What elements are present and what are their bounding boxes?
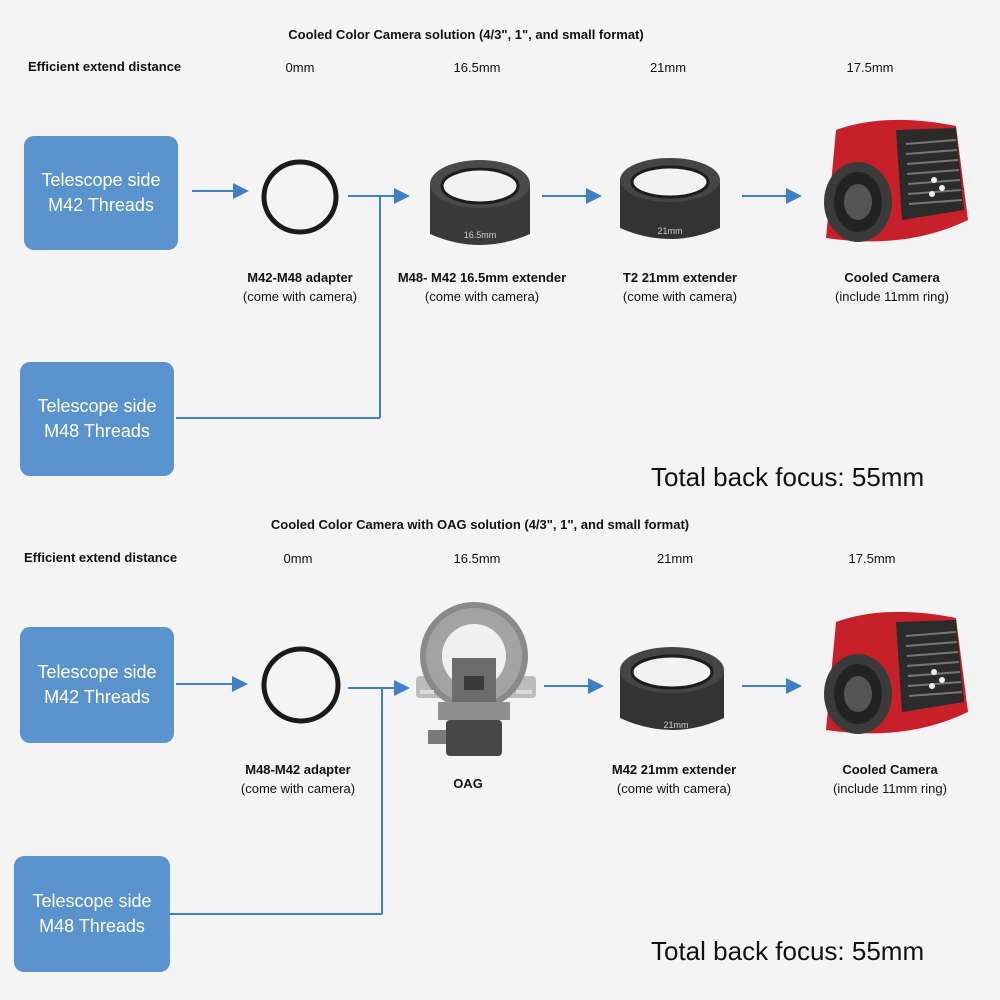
total-back-focus: Total back focus: 55mm xyxy=(651,936,925,966)
component-name: M48-M42 adapter xyxy=(245,762,351,777)
component-note: (come with camera) xyxy=(240,781,356,796)
extender-engraving: 21mm xyxy=(657,226,682,236)
telescope-m42-box: Telescope side M42 Threads xyxy=(20,627,174,743)
extender-engraving: 21mm xyxy=(663,720,688,730)
component-name: M42 21mm extender xyxy=(611,762,737,777)
box-line: Telescope side xyxy=(37,662,157,682)
box-line: M48 Threads xyxy=(39,916,145,936)
component-name: T2 21mm extender xyxy=(622,270,738,285)
box-line: Telescope side xyxy=(37,396,157,416)
component-name: OAG xyxy=(453,776,483,791)
component-name: M42-M48 adapter xyxy=(247,270,353,285)
extender-16mm-image: 16.5mm xyxy=(430,160,530,245)
component-note: (come with camera) xyxy=(622,289,738,304)
component-note: (come with camera) xyxy=(424,289,540,304)
panel-title: Cooled Color Camera solution (4/3", 1", … xyxy=(288,27,644,42)
distance-value: 0mm xyxy=(285,60,315,75)
oag-image xyxy=(416,602,536,756)
distance-value: 0mm xyxy=(283,551,313,566)
distance-label: Efficient extend distance xyxy=(28,59,182,74)
cooled-camera-image xyxy=(824,119,968,242)
panel-title: Cooled Color Camera with OAG solution (4… xyxy=(270,517,690,532)
connector-lines xyxy=(176,183,802,419)
top-panel: Cooled Color Camera solution (4/3", 1", … xyxy=(20,27,992,492)
telescope-m42-box: Telescope side M42 Threads xyxy=(24,136,178,250)
component-name: Cooled Camera xyxy=(844,270,940,285)
connector-lines xyxy=(170,676,802,915)
component-caption: OAG xyxy=(368,774,568,793)
extender-engraving: 16.5mm xyxy=(464,230,497,240)
component-name: Cooled Camera xyxy=(842,762,938,777)
component-note: (come with camera) xyxy=(242,289,358,304)
adapter-ring-image xyxy=(261,159,339,235)
component-caption: M42 21mm extender (come with camera) xyxy=(574,760,774,798)
distance-value: 16.5mm xyxy=(453,551,501,566)
component-caption: M48- M42 16.5mm extender (come with came… xyxy=(382,268,582,306)
component-caption: M48-M42 adapter (come with camera) xyxy=(198,760,398,798)
total-back-focus: Total back focus: 55mm xyxy=(651,462,925,492)
component-name: M48- M42 16.5mm extender xyxy=(397,270,567,285)
component-caption: T2 21mm extender (come with camera) xyxy=(580,268,780,306)
distance-value: 17.5mm xyxy=(846,60,894,75)
component-caption: M42-M48 adapter (come with camera) xyxy=(200,268,400,306)
box-line: Telescope side xyxy=(41,170,161,190)
box-line: M42 Threads xyxy=(44,687,150,707)
distance-value: 21mm xyxy=(649,60,687,75)
extender-21mm-image: 21mm xyxy=(620,647,724,730)
component-note: (include 11mm ring) xyxy=(833,781,947,796)
distance-value: 17.5mm xyxy=(848,551,896,566)
box-line: M48 Threads xyxy=(44,421,150,441)
telescope-m48-box: Telescope side M48 Threads xyxy=(14,856,170,972)
adapter-ring-image xyxy=(261,646,341,724)
component-caption: Cooled Camera (include 11mm ring) xyxy=(790,760,990,798)
component-note: (include 11mm ring) xyxy=(835,289,949,304)
bottom-panel: Cooled Color Camera with OAG solution (4… xyxy=(0,490,1000,990)
distance-value: 21mm xyxy=(656,551,694,566)
component-note: (come with camera) xyxy=(616,781,732,796)
extender-21mm-image: 21mm xyxy=(620,158,720,239)
distance-value: 16.5mm xyxy=(453,60,501,75)
cooled-camera-image xyxy=(824,611,968,734)
telescope-m48-box: Telescope side M48 Threads xyxy=(20,362,174,476)
distance-label: Efficient extend distance xyxy=(24,550,178,565)
box-line: Telescope side xyxy=(32,891,152,911)
box-line: M42 Threads xyxy=(48,195,154,215)
component-caption: Cooled Camera (include 11mm ring) xyxy=(792,268,992,306)
